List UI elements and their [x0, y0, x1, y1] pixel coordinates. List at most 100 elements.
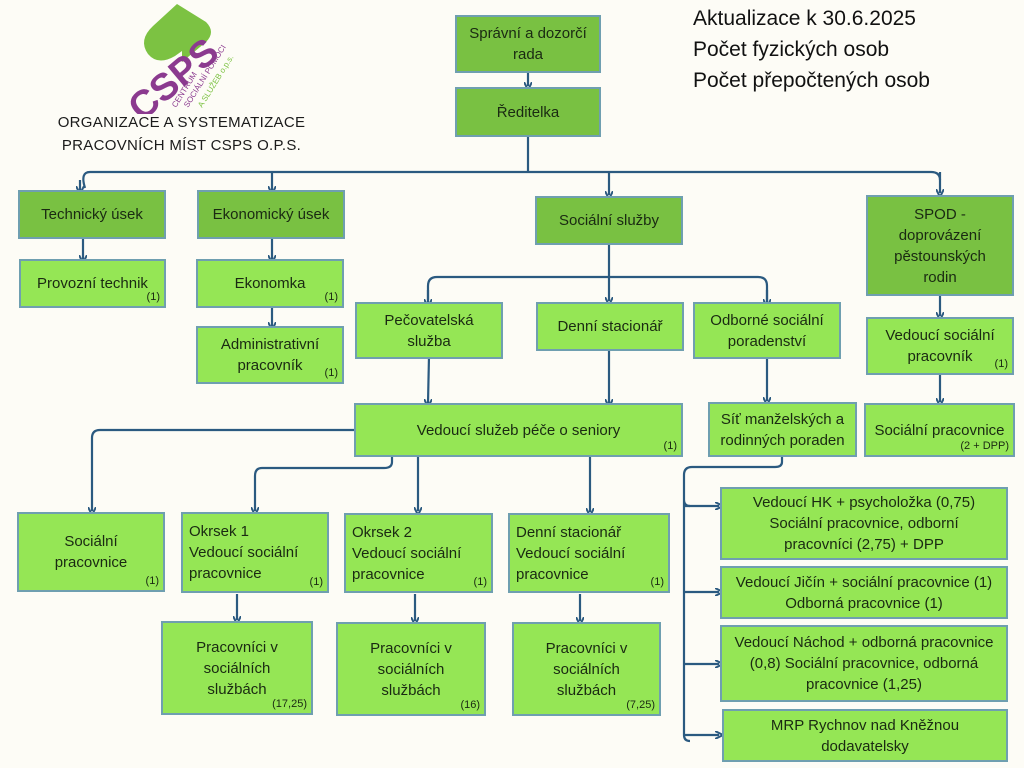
node-social-services[interactable]: Sociální služby: [535, 196, 683, 245]
node-label-line: Okrsek 2: [352, 523, 413, 541]
node-day-care[interactable]: Denní stacionář: [536, 302, 684, 351]
node-label-line: Vedoucí sociální: [189, 544, 299, 561]
headcount-badge: (16): [460, 699, 480, 711]
node-label-line: službách: [207, 680, 267, 698]
node-label-line: Sociální pracovnice, odborní: [769, 515, 959, 532]
node-label-line: Provozní technik: [37, 275, 148, 292]
node-counselling-network[interactable]: Síť manželských a rodinných poraden: [708, 402, 857, 457]
node-label-line: Sociální pracovnice: [874, 421, 1005, 439]
node-label-line: pracovnice: [189, 565, 262, 582]
node-label-line: služba: [407, 332, 451, 350]
legend-physical-persons: Počet fyzických osob: [693, 38, 890, 61]
node-label-line: Pracovníci v: [196, 638, 278, 656]
node-label-line: MRP Rychnov nad Kněžnou: [770, 716, 960, 734]
node-label-line: Vedoucí sociální: [885, 327, 995, 344]
node-label-line: pracovnice: [516, 565, 589, 583]
node-label-line: Pečovatelská: [384, 311, 474, 329]
headcount-badge: (7,25): [626, 699, 655, 711]
headcount-badge: (1): [663, 440, 677, 452]
node-label-line: pracovníci (2,75) + DPP: [784, 536, 944, 553]
node-label-line: Denní stacionář: [557, 318, 663, 335]
node-economist[interactable]: Ekonomka (1): [196, 259, 344, 308]
update-date: Aktualizace k 30.6.2025: [693, 7, 916, 30]
headcount-badge: (1): [145, 575, 159, 587]
node-operations-technician[interactable]: Provozní technik(1): [19, 259, 166, 308]
node-label-line: Technický úsek: [41, 206, 143, 223]
node-label-line: Administrativní: [220, 336, 320, 353]
node-label-line: rada: [512, 46, 544, 63]
node-label-line: službách: [556, 681, 617, 699]
node-label-line: pracovnice (1,25): [806, 676, 922, 693]
node-branch-hk[interactable]: Vedoucí HK + psycholožka (0,75) Sociální …: [720, 487, 1008, 560]
node-label-line: pěstounských: [894, 247, 986, 265]
node-branch-nachod[interactable]: Vedoucí Náchod + odborná pracovnice (0,8)…: [720, 625, 1008, 702]
node-label-line: Správní a dozorčí: [469, 25, 587, 42]
node-label-line: Sociální služby: [558, 212, 660, 229]
node-supervisory-board[interactable]: Správní a dozorčí rada: [455, 15, 601, 73]
connector-senior-district1: [255, 456, 394, 511]
node-senior-care-lead[interactable]: Vedoucí služeb péče o seniory (1): [354, 403, 683, 457]
node-label-line: Ředitelka: [496, 103, 560, 121]
node-social-worker[interactable]: Sociální pracovnice (1): [17, 512, 165, 592]
node-workers-district2[interactable]: Pracovníci v sociálních službách (16): [336, 622, 486, 716]
node-label-line: Ekonomický úsek: [212, 206, 330, 223]
node-label-line: sociálních: [553, 660, 620, 678]
node-label-line: pracovnice: [54, 554, 128, 571]
headcount-badge: (1): [324, 367, 338, 379]
node-label-line: Vedoucí HK + psycholožka (0,75): [752, 494, 976, 511]
connector-senior-socworker: [92, 428, 354, 511]
node-label-line: Sociální: [64, 533, 118, 550]
node-label-line: dodavatelsky: [821, 737, 909, 755]
headcount-badge: (1): [473, 576, 487, 588]
node-label-line: službách: [381, 681, 441, 699]
node-branch-rychnov[interactable]: MRP Rychnov nad Kněžnou dodavatelsky: [722, 709, 1008, 762]
node-director[interactable]: Ředitelka: [455, 87, 601, 137]
node-label-line: poradenství: [727, 332, 807, 350]
node-label-line: (0,8) Sociální pracovnice, odborná: [749, 655, 979, 672]
update-info: Aktualizace k 30.6.2025 Počet fyzických …: [693, 3, 930, 96]
node-label-line: Vedoucí sociální: [352, 544, 462, 562]
node-label-line: Vedoucí Náchod + odborná pracovnice: [734, 634, 994, 651]
title-line1: ORGANIZACE A SYSTEMATIZACE: [57, 114, 306, 131]
node-label-line: Síť manželských a: [720, 410, 845, 428]
node-branch-jicin[interactable]: Vedoucí Jičín + sociální pracovnice (1) O…: [720, 566, 1008, 619]
node-label-line: Vedoucí služeb péče o seniory: [416, 421, 621, 439]
node-label-line: Pracovníci v: [370, 639, 452, 657]
logo-heart-shape: [144, 4, 211, 62]
node-label-line: sociálních: [377, 660, 445, 678]
headcount-badge: (1): [324, 291, 338, 303]
page-title: ORGANIZACE A SYSTEMATIZACE PRACOVNÍCH MÍ…: [40, 111, 323, 157]
node-spod-social-workers[interactable]: Sociální pracovnice(2 + DPP): [864, 403, 1015, 457]
connector-care-senior: [428, 355, 429, 403]
node-label-line: Ekonomka: [234, 275, 306, 292]
headcount-badge: (2 + DPP): [960, 440, 1009, 452]
node-label-line: Odborná pracovnice (1): [785, 594, 943, 612]
node-label-line: Denní stacionář: [516, 523, 622, 541]
node-label-line: rodin: [923, 268, 957, 286]
csps-logo: CSPS CENTRUM SOCIÁLNÍ POMOCI A SLUŽEB o.…: [121, 4, 236, 114]
node-label-line: pracovník: [237, 357, 303, 374]
node-label-line: Vedoucí Jičín + sociální pracovnice (1): [735, 573, 993, 591]
headcount-badge: (1): [994, 358, 1008, 370]
node-label-line: sociálních: [203, 659, 271, 677]
node-economic-dept[interactable]: Ekonomický úsek: [197, 190, 345, 239]
title-line2: PRACOVNÍCH MÍST CSPS O.P.S.: [61, 137, 302, 154]
headcount-badge: (1): [146, 291, 160, 303]
legend-fte-persons: Počet přepočtených osob: [693, 69, 930, 92]
node-technical-dept[interactable]: Technický úsek: [18, 190, 166, 239]
node-care-service[interactable]: Pečovatelská služba: [355, 302, 503, 359]
node-label-line: Vedoucí sociální: [516, 544, 626, 562]
node-admin-worker[interactable]: Administrativní pracovník (1): [196, 326, 344, 384]
node-label-line: rodinných poraden: [720, 431, 845, 449]
node-label-line: Okrsek 1: [189, 523, 250, 540]
connector-social-hbus: [426, 275, 769, 301]
